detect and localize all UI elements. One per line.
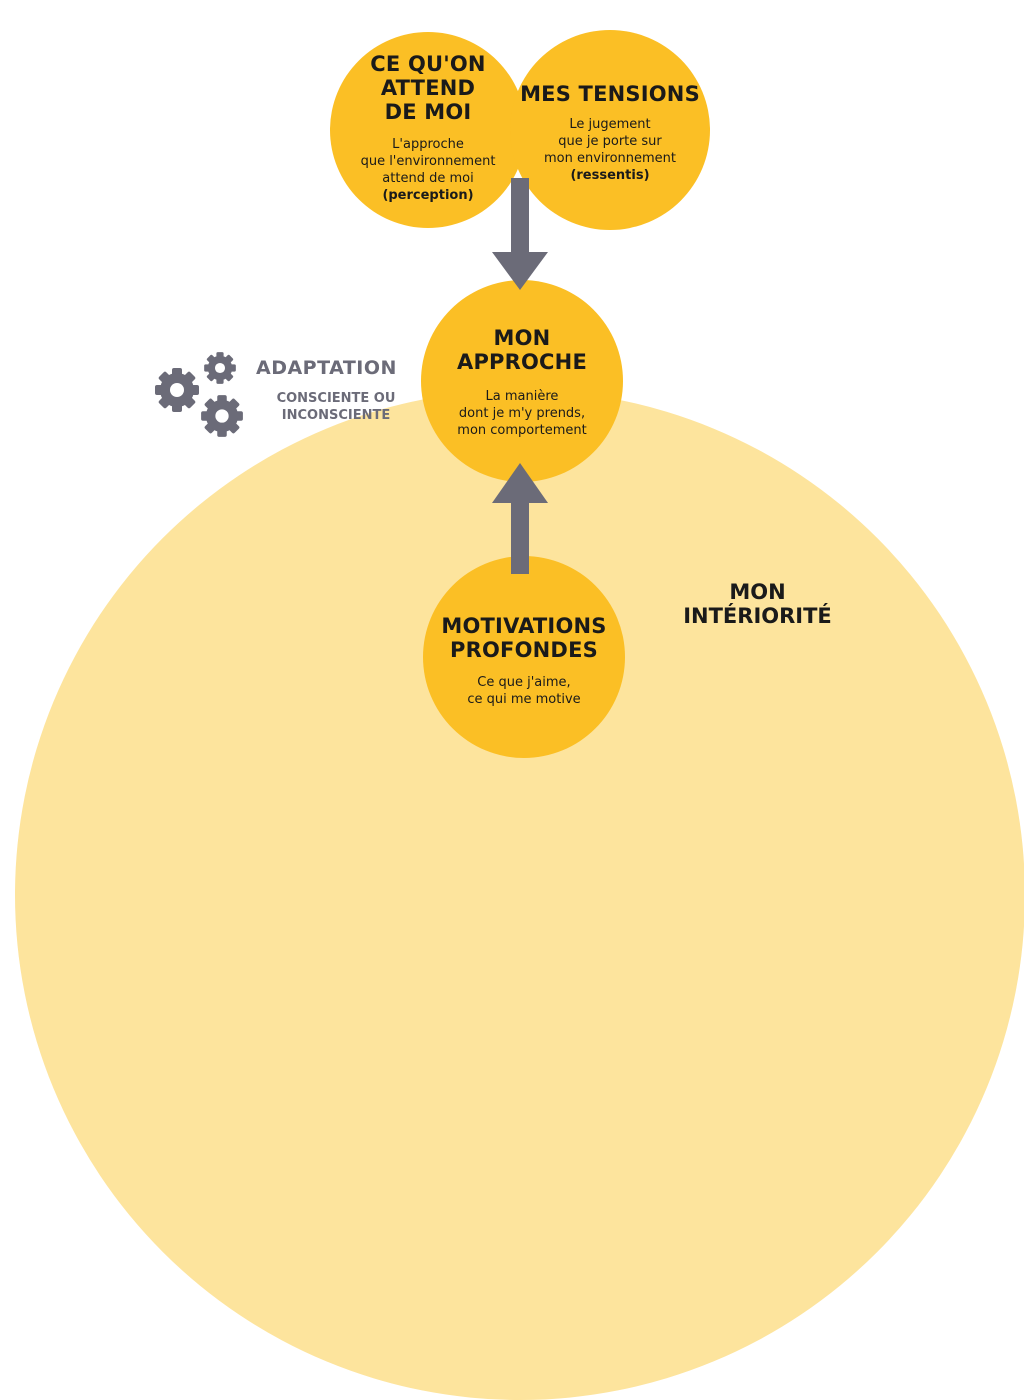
node-expectations-title: CE QU'ON ATTEND DE MOI: [370, 52, 486, 124]
node-approach: MON APPROCHE La manière dont je m'y pren…: [421, 280, 623, 482]
node-tensions-title: MES TENSIONS: [520, 82, 700, 106]
node-motivations-title: MOTIVATIONS PROFONDES: [441, 614, 607, 662]
node-approach-title: MON APPROCHE: [457, 326, 587, 374]
node-motivations: MOTIVATIONS PROFONDES Ce que j'aime, ce …: [423, 556, 625, 758]
adaptation-subtitle: CONSCIENTE OU INCONSCIENTE: [276, 391, 396, 423]
node-tensions-note: (ressentis): [570, 168, 650, 183]
arrow-up-icon: [492, 463, 548, 574]
node-motivations-desc: Ce que j'aime, ce qui me motive: [467, 675, 581, 707]
node-tensions: MES TENSIONS Le jugement que je porte su…: [510, 30, 710, 230]
node-tensions-desc: Le jugement que je porte sur mon environ…: [543, 117, 677, 183]
node-expectations-note: (perception): [382, 188, 474, 203]
flow-arrows: [492, 178, 548, 574]
node-expectations: CE QU'ON ATTEND DE MOI L'approche que l'…: [330, 32, 526, 228]
node-approach-desc: La manière dont je m'y prends, mon compo…: [457, 389, 587, 438]
arrow-down-icon: [492, 178, 548, 290]
node-expectations-desc: L'approche que l'environnement attend de…: [360, 137, 496, 203]
interiority-label: MON INTÉRIORITÉ: [683, 580, 832, 628]
gears-icon: [155, 352, 243, 437]
adaptation-title: ADAPTATION: [256, 357, 397, 379]
